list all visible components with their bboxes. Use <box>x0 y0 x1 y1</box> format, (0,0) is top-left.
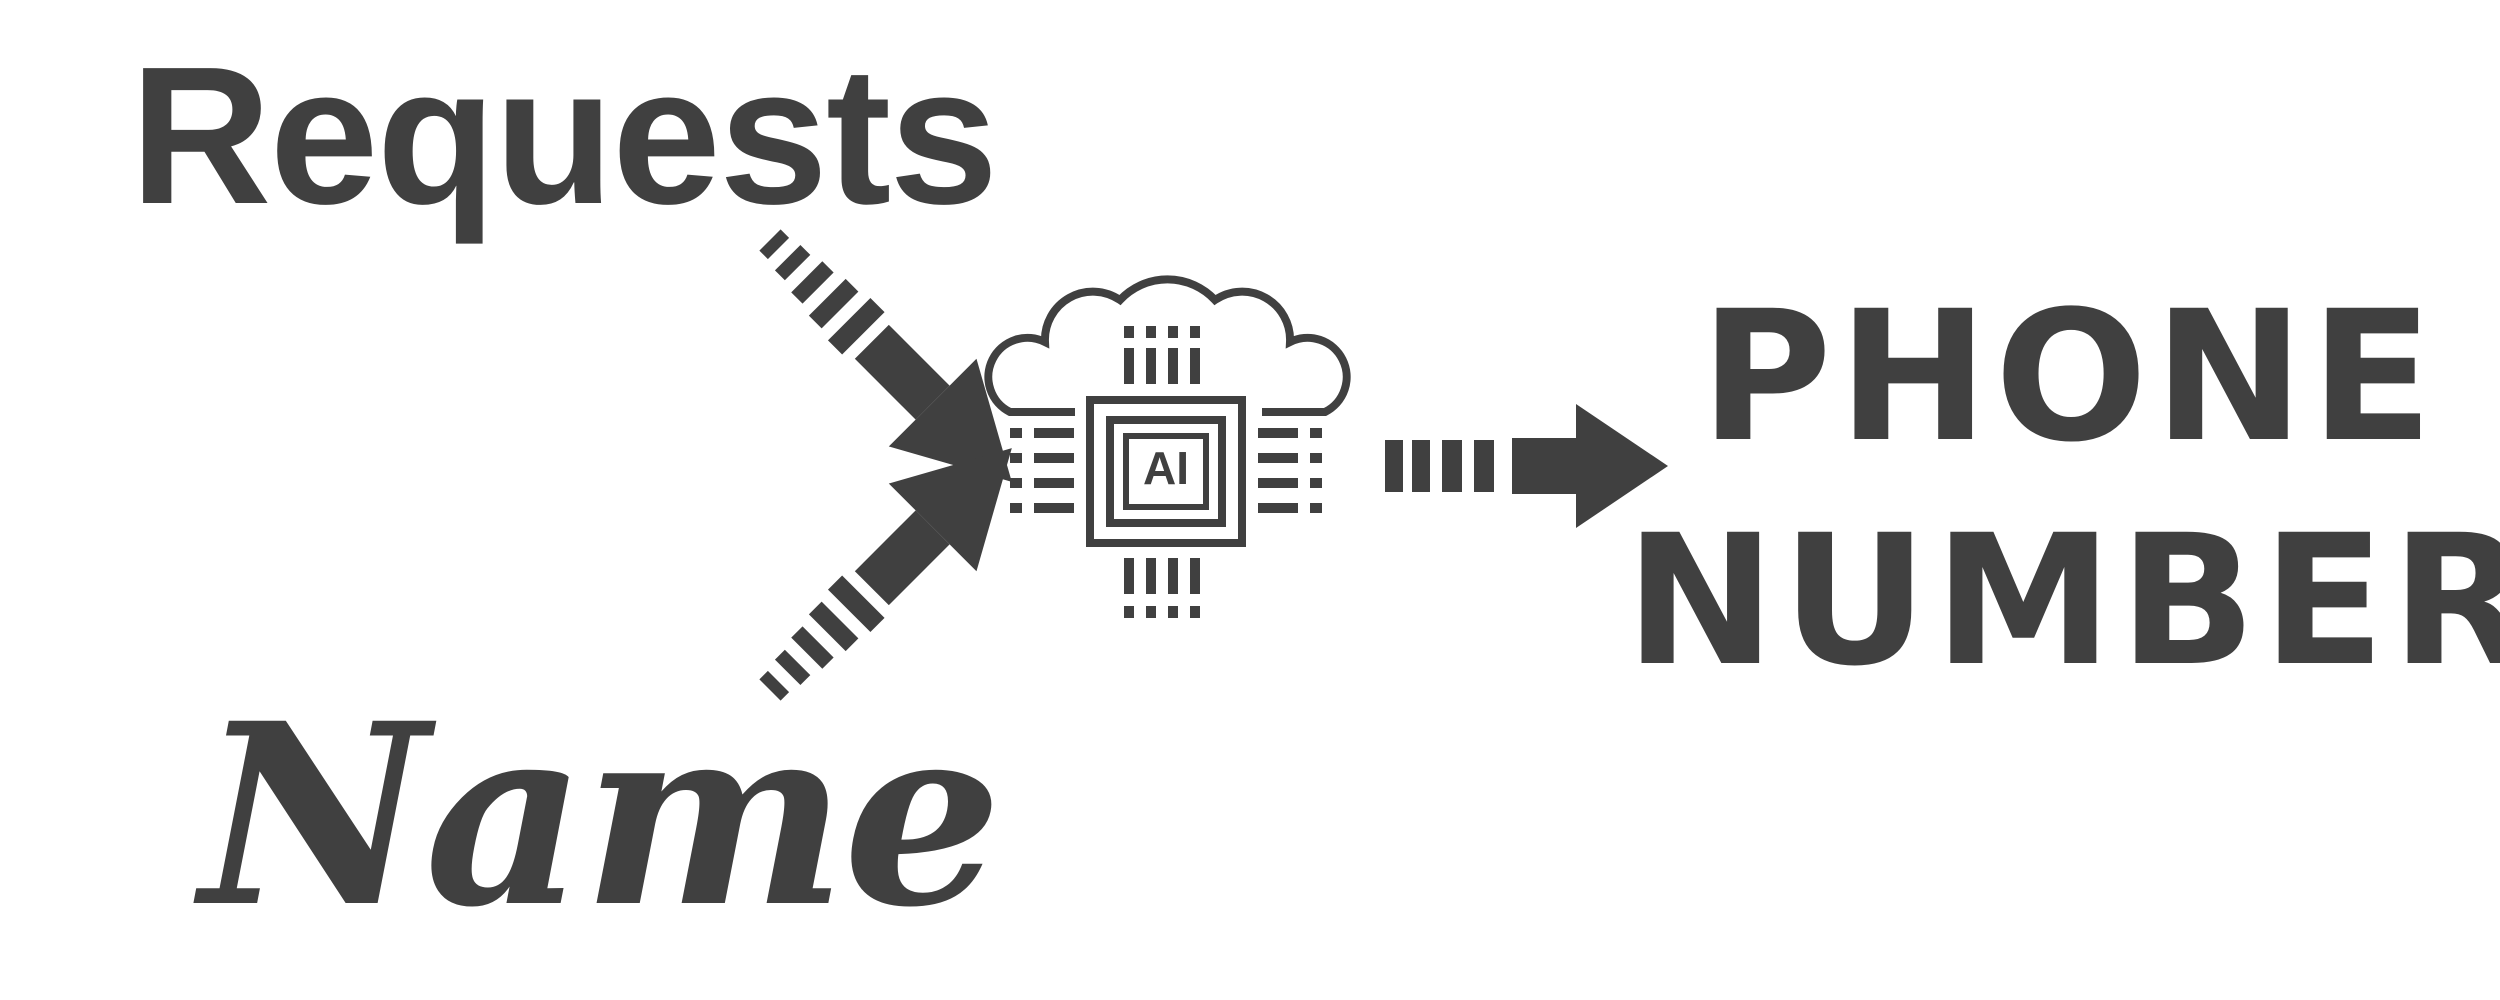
cloud-ai-chip-icon: AI <box>984 275 1351 618</box>
chip-ai-label: AI <box>1143 442 1189 494</box>
name-arrow <box>759 448 1012 701</box>
phone-label: PHONE <box>1700 273 2440 482</box>
requests-label: Requests <box>130 26 998 245</box>
output-arrow <box>1385 404 1668 528</box>
name-label: Name <box>200 668 1002 962</box>
number-label: NUMBER <box>1625 497 2500 706</box>
requests-arrow <box>759 229 1012 482</box>
